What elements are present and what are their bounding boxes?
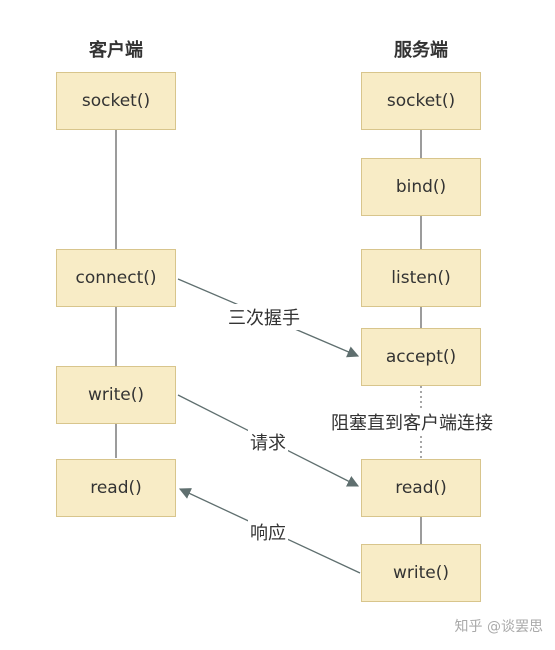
client-connect-box: connect() [56,249,176,307]
client-socket-box: socket() [56,72,176,130]
server-listen-box: listen() [361,249,481,307]
server-header: 服务端 [394,40,448,61]
server-bind-box: bind() [361,158,481,216]
server-read-box: read() [361,459,481,517]
server-accept-box: accept() [361,328,481,386]
handshake-label: 三次握手 [226,304,302,330]
client-header: 客户端 [89,40,143,61]
request-label: 请求 [248,429,288,455]
server-socket-box: socket() [361,72,481,130]
response-label: 响应 [248,519,288,545]
watermark: 知乎 @谈罢思 [454,619,543,635]
client-write-box: write() [56,366,176,424]
client-read-box: read() [56,459,176,517]
server-write-box: write() [361,544,481,602]
blocking-label: 阻塞直到客户端连接 [329,409,495,435]
